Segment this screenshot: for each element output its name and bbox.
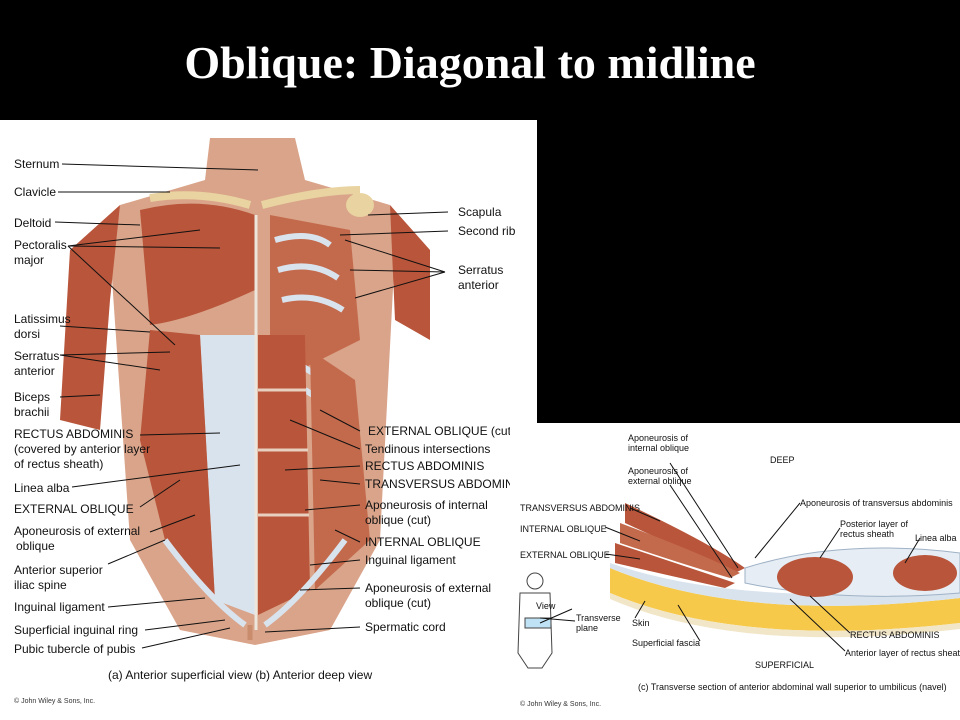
label-aponeurosis-internal-cut: oblique (cut) <box>365 513 432 527</box>
page-title: Oblique: Diagonal to midline <box>184 37 756 88</box>
label-deltoid: Deltoid <box>14 216 52 230</box>
label-aponeurosis-external-c2: external oblique <box>628 476 692 486</box>
label-sternum: Sternum <box>14 157 60 171</box>
label-tendinous-intersections: Tendinous intersections <box>365 442 491 456</box>
label-aponeurosis-transversus: Aponeurosis of transversus abdominis <box>800 498 953 508</box>
label-anterior-layer: Anterior layer of rectus sheath <box>845 648 960 658</box>
label-pectoralis-major: major <box>14 253 45 267</box>
label-spermatic-cord: Spermatic cord <box>365 620 446 634</box>
label-transversus-c: TRANSVERSUS ABDOMINIS <box>520 503 641 513</box>
label-external-oblique: EXTERNAL OBLIQUE <box>14 502 134 516</box>
torso-illustration <box>54 138 449 649</box>
caption-c: (c) Transverse section of anterior abdom… <box>638 682 947 692</box>
label-rectus-sheath: of rectus sheath) <box>14 457 104 471</box>
label-serratus-anterior-left: anterior <box>14 364 55 378</box>
label-pectoralis: Pectoralis <box>14 238 67 252</box>
label-external-oblique-cut: EXTERNAL OBLIQUE (cut) <box>368 424 515 438</box>
label-superficial: SUPERFICIAL <box>755 660 815 670</box>
label-linea-alba: Linea alba <box>14 481 70 495</box>
label-deep: DEEP <box>770 455 795 465</box>
label-superficial-fascia: Superficial fascia <box>632 638 701 648</box>
label-rectus-abdominis-left: RECTUS ABDOMINIS <box>14 427 134 441</box>
caption-ab: (a) Anterior superficial view (b) Anteri… <box>108 668 373 682</box>
label-scapula: Scapula <box>458 205 502 219</box>
label-latissimus-dorsi: dorsi <box>14 327 41 341</box>
label-aponeurosis-external: Aponeurosis of external <box>14 524 141 538</box>
label-internal-oblique: INTERNAL OBLIQUE <box>365 535 481 549</box>
label-latissimus: Latissimus <box>14 312 71 326</box>
anterior-view-panel: Sternum Clavicle Deltoid Pectoralis majo… <box>0 120 537 720</box>
label-biceps-brachii: brachii <box>14 405 50 419</box>
copyright-a: © John Wiley & Sons, Inc. <box>14 698 96 705</box>
label-rectus-sheath-c: rectus sheath <box>840 529 895 539</box>
label-internal-oblique-c: INTERNAL OBLIQUE <box>520 524 607 534</box>
label-clavicle: Clavicle <box>14 185 57 199</box>
label-superficial-inguinal-ring: Superficial inguinal ring <box>14 623 139 637</box>
label-rectus-covered: (covered by anterior layer <box>14 442 151 456</box>
label-serratus-right: Serratus <box>458 263 504 277</box>
label-aponeurosis-external-c1: Aponeurosis of <box>628 466 689 476</box>
label-serratus-left: Serratus <box>14 349 60 363</box>
label-biceps: Biceps <box>14 390 51 404</box>
label-second-rib: Second rib <box>458 224 516 238</box>
label-anterior-superior: Anterior superior <box>14 563 103 577</box>
label-inguinal-ligament-right: Inguinal ligament <box>365 553 456 567</box>
label-serratus-anterior-right: anterior <box>458 278 499 292</box>
label-rectus-abdominis-c: RECTUS ABDOMINIS <box>850 630 940 640</box>
label-posterior-layer: Posterior layer of <box>840 519 909 529</box>
label-aponeurosis-internal-c2: internal oblique <box>628 443 690 453</box>
label-external-oblique-c: EXTERNAL OBLIQUE <box>520 550 610 560</box>
cross-section-illustration <box>517 462 960 669</box>
label-transverse: Transverse <box>576 613 621 623</box>
copyright-c: © John Wiley & Sons, Inc. <box>520 701 602 708</box>
label-aponeurosis-external-right: Aponeurosis of external <box>365 581 492 595</box>
label-transversus-abdominis: TRANSVERSUS ABDOMINIS <box>365 477 526 491</box>
label-aponeurosis-internal-c1: Aponeurosis of <box>628 433 689 443</box>
label-aponeurosis-external-oblique: oblique <box>16 539 55 553</box>
transverse-section-panel: Aponeurosis of internal oblique Aponeuro… <box>510 423 960 720</box>
label-plane: plane <box>576 623 599 633</box>
label-aponeurosis-internal: Aponeurosis of internal <box>365 498 488 512</box>
label-pubic-tubercle: Pubic tubercle of pubis <box>14 642 136 656</box>
label-inguinal-ligament-left: Inguinal ligament <box>14 600 105 614</box>
label-skin: Skin <box>632 618 650 628</box>
label-view: View <box>536 601 556 611</box>
label-iliac-spine: iliac spine <box>14 578 67 592</box>
label-aponeurosis-external-cut: oblique (cut) <box>365 596 432 610</box>
label-rectus-abdominis-right: RECTUS ABDOMINIS <box>365 459 485 473</box>
label-linea-alba-c: Linea alba <box>915 533 957 543</box>
